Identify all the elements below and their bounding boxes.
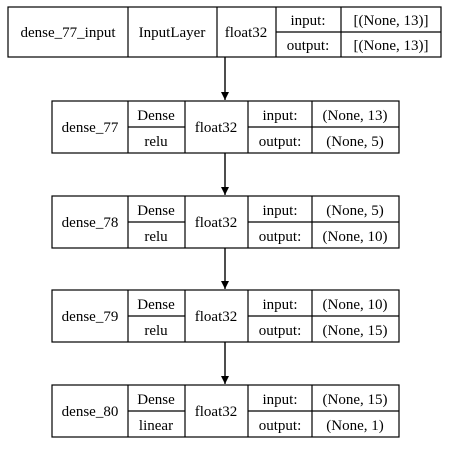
output-shape: (None, 10) (323, 229, 388, 245)
input-label: input: (262, 108, 297, 124)
input-shape: (None, 13) (323, 108, 388, 124)
layer-type: Dense (137, 108, 175, 124)
layer-name: dense_78 (62, 215, 119, 231)
layer-node-dense-77: dense_77 Dense relu float32 input: outpu… (51, 100, 400, 154)
output-shape: [(None, 13)] (354, 38, 429, 54)
output-label: output: (287, 38, 330, 54)
layer-dtype: float32 (225, 25, 268, 41)
layer-activation: relu (144, 229, 168, 245)
layer-type: InputLayer (139, 25, 206, 41)
layer-type: Dense (137, 203, 175, 219)
layer-name: dense_77_input (21, 25, 117, 41)
layer-dtype: float32 (195, 215, 238, 231)
layer-name: dense_77 (62, 120, 119, 136)
input-label: input: (262, 392, 297, 408)
layer-type: Dense (137, 392, 175, 408)
input-label: input: (262, 297, 297, 313)
layer-activation: relu (144, 134, 168, 150)
layer-type: Dense (137, 297, 175, 313)
layer-name: dense_80 (62, 404, 119, 420)
layer-node-dense-77-input: dense_77_input InputLayer float32 input:… (7, 6, 442, 58)
input-shape: (None, 5) (326, 203, 383, 219)
output-shape: (None, 5) (326, 134, 383, 150)
layer-dtype: float32 (195, 120, 238, 136)
output-label: output: (259, 323, 302, 339)
input-shape: (None, 15) (323, 392, 388, 408)
layer-node-dense-79: dense_79 Dense relu float32 input: outpu… (51, 289, 400, 343)
layer-dtype: float32 (195, 309, 238, 325)
output-shape: (None, 15) (323, 323, 388, 339)
output-shape: (None, 1) (326, 418, 383, 434)
layer-dtype: float32 (195, 404, 238, 420)
input-label: input: (290, 13, 325, 29)
output-label: output: (259, 229, 302, 245)
layer-activation: relu (144, 323, 168, 339)
input-shape: [(None, 13)] (354, 13, 429, 29)
layer-activation: linear (139, 418, 173, 434)
layer-name: dense_79 (62, 309, 119, 325)
layer-node-dense-80: dense_80 Dense linear float32 input: out… (51, 384, 400, 438)
layer-node-dense-78: dense_78 Dense relu float32 input: outpu… (51, 195, 400, 249)
input-label: input: (262, 203, 297, 219)
output-label: output: (259, 418, 302, 434)
output-label: output: (259, 134, 302, 150)
input-shape: (None, 10) (323, 297, 388, 313)
